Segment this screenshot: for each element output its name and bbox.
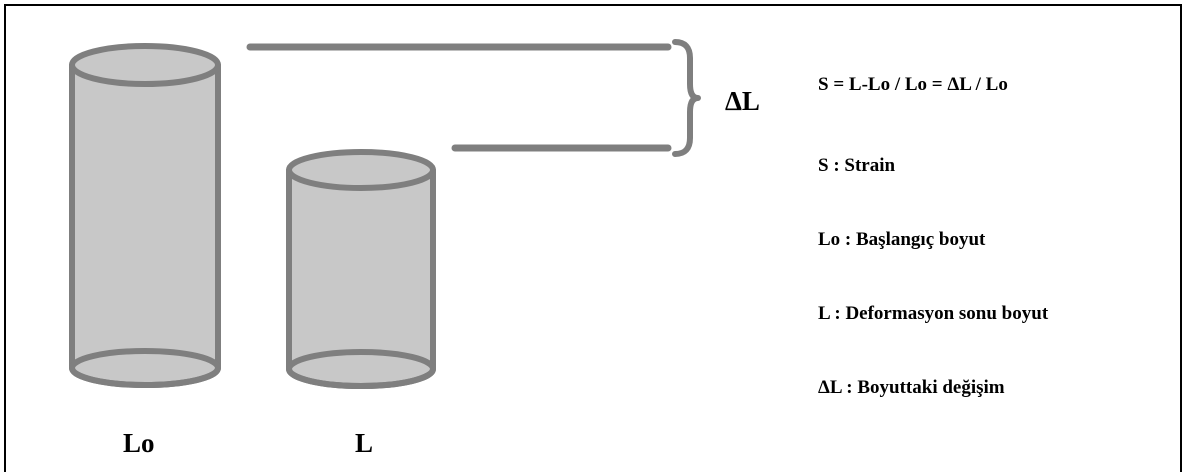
deformed-cylinder-label: L [355,428,374,458]
diagram-frame [4,4,1182,472]
legend-item-size-change: ΔL : Boyuttaki değişim [818,377,1005,398]
deformed-cylinder [286,149,436,389]
legend-item-strain: S : Strain [818,155,896,176]
original-cylinder-body [69,62,221,388]
deformed-cylinder-top [286,149,436,191]
original-cylinder [69,43,221,388]
strain-formula: S = L-Lo / Lo = ΔL / Lo [818,74,1008,95]
deformed-cylinder-bottom-rim [286,349,436,389]
original-cylinder-label: Lo [123,428,155,458]
original-cylinder-top [69,43,221,87]
legend-item-deformed-size: L : Deformasyon sonu boyut [818,303,1049,324]
delta-brace [672,39,701,157]
delta-l-label: ΔL [725,86,760,116]
legend-item-original-size: Lo : Başlangıç boyut [818,229,986,250]
original-cylinder-bottom-rim [69,348,221,388]
